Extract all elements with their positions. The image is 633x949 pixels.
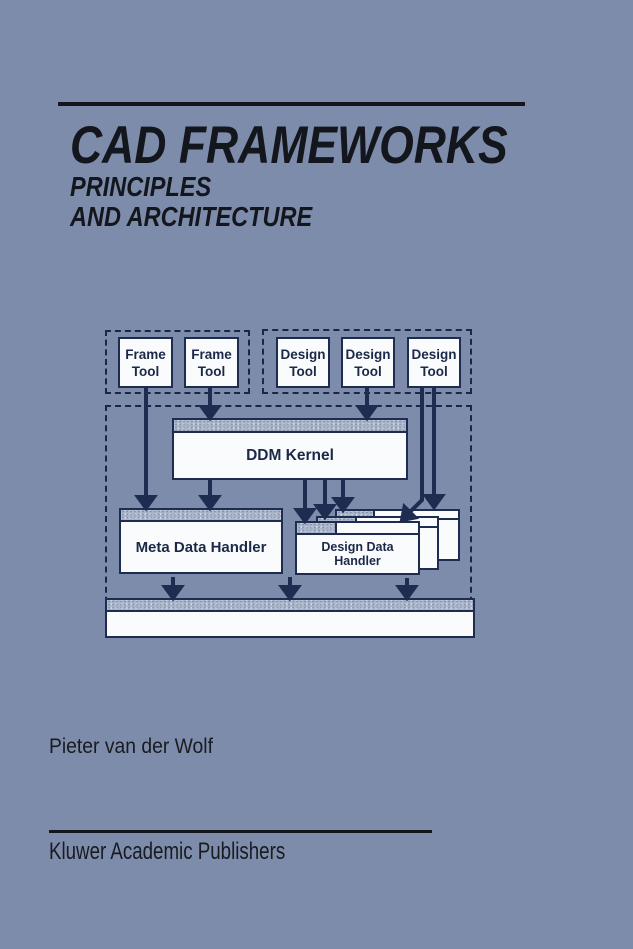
- book-subtitle: PRINCIPLES AND ARCHITECTURE: [70, 172, 312, 232]
- publisher-rule: [49, 830, 432, 833]
- book-title: CAD FRAMEWORKS: [70, 116, 508, 175]
- design-tool-box-1: Design Tool: [276, 337, 330, 388]
- design-tool-1-label-line1: Design: [280, 346, 326, 362]
- frame-tool-box-2: Frame Tool: [184, 337, 239, 388]
- meta-data-handler-label: Meta Data Handler: [135, 538, 267, 556]
- frame-tool-box-1: Frame Tool: [118, 337, 173, 388]
- design-tool-3-label-line1: Design: [411, 346, 457, 362]
- design-data-handler-front-header: [297, 523, 418, 535]
- design-tool-box-2: Design Tool: [341, 337, 395, 388]
- design-tool-box-3: Design Tool: [407, 337, 461, 388]
- design-tool-1-label-line2: Tool: [289, 363, 317, 379]
- design-tool-2-label-line2: Tool: [354, 363, 382, 379]
- design-data-handler-front-tab: [297, 523, 337, 533]
- subtitle-line-1: PRINCIPLES: [70, 171, 212, 202]
- storage-bar: [105, 598, 475, 638]
- frame-tool-1-label-line1: Frame: [125, 346, 166, 362]
- design-data-handler-box-front: Design Data Handler: [295, 521, 420, 575]
- frame-tools-group: [105, 330, 250, 394]
- design-data-handler-label: Design Data Handler: [321, 540, 394, 568]
- publisher-name: Kluwer Academic Publishers: [49, 838, 286, 865]
- ddm-kernel-header-strip: [174, 420, 406, 433]
- storage-bar-header-strip: [107, 600, 473, 612]
- title-rule: [58, 102, 525, 106]
- frame-tool-2-label-line1: Frame: [191, 346, 232, 362]
- meta-data-handler-box: Meta Data Handler: [119, 508, 283, 574]
- design-tool-2-label-line1: Design: [345, 346, 391, 362]
- meta-data-handler-header-strip: [121, 510, 281, 522]
- frame-tool-1-label-line2: Tool: [131, 363, 160, 379]
- design-tool-3-label-line2: Tool: [420, 363, 448, 379]
- author-name: Pieter van der Wolf: [49, 735, 213, 758]
- subtitle-line-2: AND ARCHITECTURE: [70, 201, 313, 232]
- ddm-kernel-box: DDM Kernel: [172, 418, 408, 480]
- frame-tool-2-label-line2: Tool: [197, 363, 226, 379]
- ddm-kernel-label: DDM Kernel: [246, 446, 334, 464]
- design-data-handler-back-tab: [337, 511, 375, 518]
